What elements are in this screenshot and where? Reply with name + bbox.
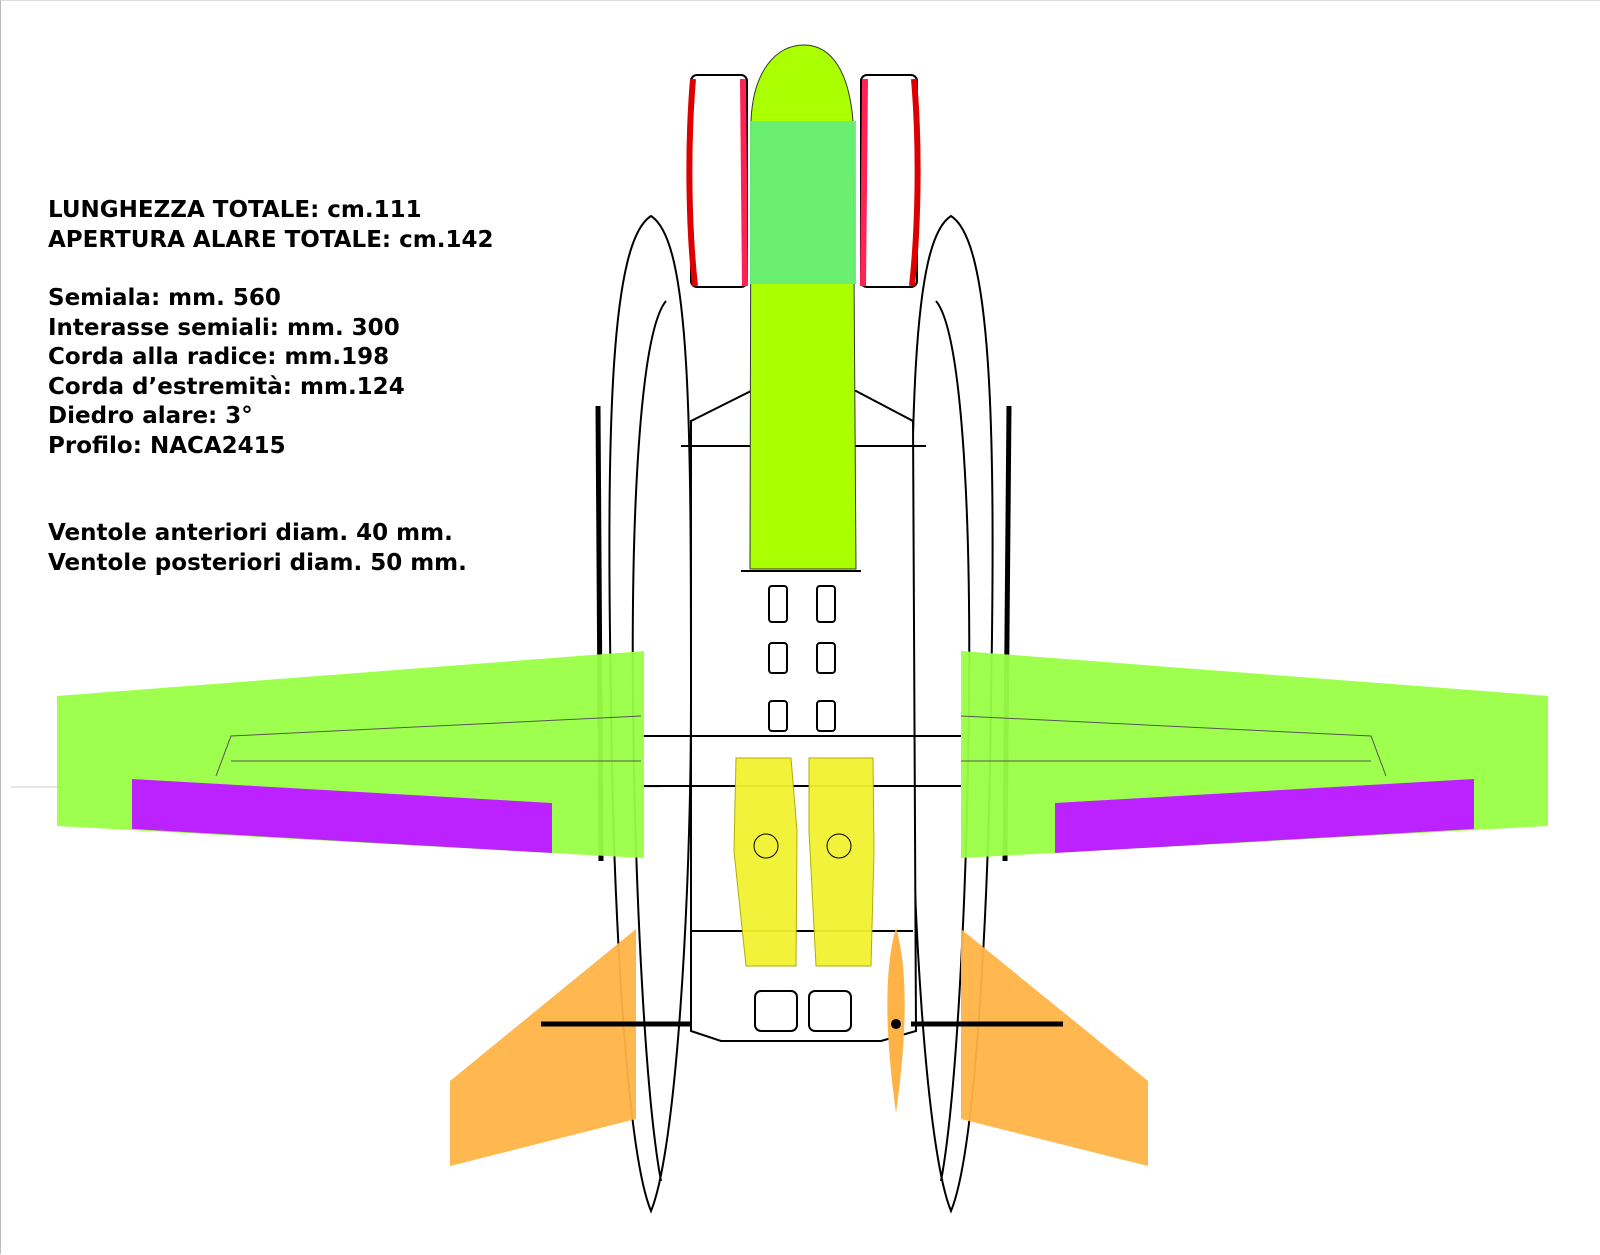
spec-rear-fans: Ventole posteriori diam. 50 mm. (48, 549, 467, 576)
right-canard (860, 74, 921, 288)
spec-tip-chord: Corda d’estremità: mm.124 (48, 373, 405, 400)
fan-units (733, 757, 875, 967)
spec-semiwing: Semiala: mm. 560 (48, 285, 281, 311)
spec-semiwing-spacing: Interasse semiali: mm. 300 (48, 314, 400, 341)
left-tailplane (450, 929, 636, 1166)
right-fan (808, 757, 875, 967)
spec-front-fans: Ventole anteriori diam. 40 mm. (48, 520, 453, 546)
spec-root-chord: Corda alla radice: mm.198 (48, 344, 390, 370)
spec-airfoil: Profilo: NACA2415 (48, 432, 286, 459)
spec-dihedral: Diedro alare: 3° (48, 403, 253, 429)
right-flap (1055, 779, 1474, 853)
specifications-text: LUNGHEZZA TOTALE: cm.111 APERTURA ALARE … (48, 196, 493, 578)
left-canard (686, 74, 748, 288)
wing-details (215, 715, 1387, 777)
left-flap (132, 779, 552, 853)
spec-wingspan: APERTURA ALARE TOTALE: cm.142 (48, 226, 494, 253)
right-tailplane (961, 929, 1148, 1166)
rudder-pivot (891, 1019, 901, 1029)
spec-overall-length: LUNGHEZZA TOTALE: cm.111 (48, 197, 422, 223)
left-fan (733, 757, 798, 967)
nose-window (750, 121, 856, 284)
